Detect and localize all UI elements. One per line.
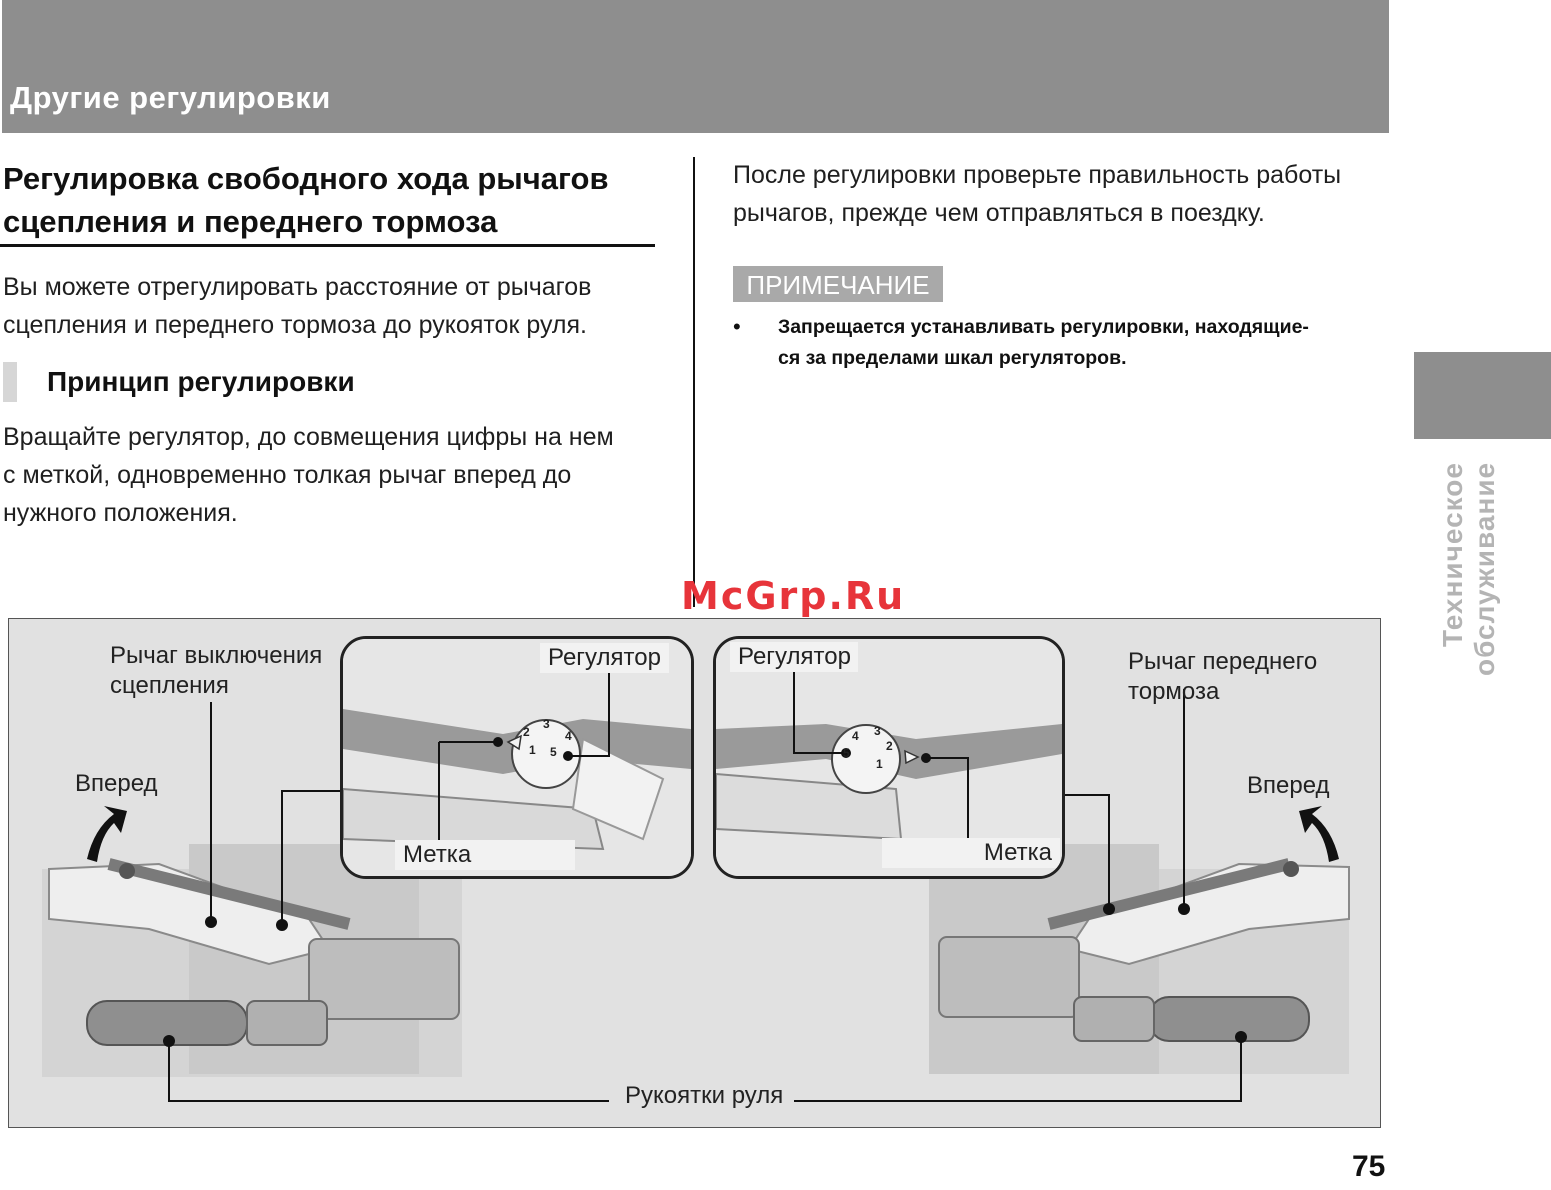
brake-lever-label-line2: тормоза bbox=[1128, 678, 1220, 705]
body-line1: Вращайте регулятор, до совмещения цифры … bbox=[3, 423, 614, 451]
body-paragraph: Вращайте регулятор, до совмещения цифры … bbox=[3, 418, 614, 532]
leader-lines bbox=[168, 689, 1242, 1102]
brake-dial-digit-4: 4 bbox=[852, 729, 859, 743]
subheading: Принцип регулировки bbox=[47, 366, 355, 397]
right-handlebar-illustration bbox=[929, 844, 1350, 1074]
clutch-lever-label-line1: Рычаг выключения bbox=[110, 642, 323, 669]
brake-dial-digit-1: 1 bbox=[876, 757, 883, 771]
page-header-title: Другие регулировки bbox=[10, 80, 331, 115]
brake-dial-digit-2: 2 bbox=[886, 739, 893, 753]
brake-adjuster-drawing bbox=[716, 639, 1062, 876]
clutch-adjuster-drawing bbox=[343, 639, 691, 876]
clutch-lever-label: Рычаг выключения сцепления bbox=[110, 641, 322, 701]
brake-lever-label-line1: Рычаг переднего bbox=[1128, 648, 1318, 675]
clutch-dial-digit-2: 2 bbox=[523, 725, 530, 739]
after-adjust-paragraph: После регулировки проверьте правильность… bbox=[733, 156, 1341, 232]
mark-label-right: Метка bbox=[882, 838, 1060, 868]
leader-dots bbox=[163, 903, 1247, 1047]
title-underline bbox=[0, 244, 655, 247]
brake-adjuster-inset: 1 2 3 4 5 Регулятор Метка bbox=[713, 636, 1065, 879]
grips-label: Рукоятки руля bbox=[615, 1081, 794, 1111]
section-title-line2: сцепления и переднего тормоза bbox=[3, 204, 498, 239]
adjuster-label-right: Регулятор bbox=[730, 642, 858, 672]
clutch-dial-digit-5: 5 bbox=[550, 745, 557, 759]
left-handlebar-illustration bbox=[42, 844, 462, 1077]
brake-dial-digit-5: 5 bbox=[843, 746, 850, 760]
forward-label-right: Вперед bbox=[1247, 772, 1330, 799]
body-line2: с меткой, одновременно толкая рычаг впер… bbox=[3, 461, 572, 489]
section-title: Регулировка свободного хода рычагов сцеп… bbox=[3, 157, 653, 243]
brake-dial-digit-3: 3 bbox=[874, 724, 881, 738]
forward-arrow-left bbox=[87, 806, 127, 862]
side-tab-block bbox=[1414, 352, 1551, 439]
body-line3: нужного положения. bbox=[3, 499, 238, 527]
bullet-icon: • bbox=[733, 314, 741, 339]
adjuster-label-left: Регулятор bbox=[540, 643, 669, 673]
forward-label-left: Вперед bbox=[75, 770, 158, 797]
figure-drawing bbox=[42, 689, 1350, 1102]
intro-paragraph: Вы можете отрегулировать расстояние от р… bbox=[3, 268, 591, 344]
after-adjust-line1: После регулировки проверьте правильность… bbox=[733, 161, 1342, 189]
forward-arrow-right bbox=[1299, 806, 1339, 862]
page-number: 75 bbox=[1352, 1150, 1386, 1183]
note-bullet: Запрещается устанавливать регулировки, н… bbox=[778, 312, 1378, 374]
clutch-adjuster-inset: 1 2 3 4 5 Регулятор Метка bbox=[340, 636, 694, 879]
side-tab-label: Техническое обслуживание bbox=[1437, 462, 1500, 677]
note-bullet-line1: Запрещается устанавливать регулировки, н… bbox=[778, 316, 1309, 338]
watermark: McGrp.Ru bbox=[681, 574, 906, 618]
clutch-dial-digit-1: 1 bbox=[529, 743, 536, 757]
clutch-dial-digit-4: 4 bbox=[565, 729, 572, 743]
note-badge: ПРИМЕЧАНИЕ bbox=[733, 266, 943, 302]
header-band bbox=[2, 0, 1389, 133]
handlebar-figure: 1 2 3 4 5 Регулятор Метка 1 2 3 4 5 Регу… bbox=[8, 618, 1381, 1128]
clutch-lever-label-line2: сцепления bbox=[110, 672, 229, 699]
mark-label-left: Метка bbox=[395, 840, 575, 870]
section-title-line1: Регулировка свободного хода рычагов bbox=[3, 161, 609, 196]
intro-line1: Вы можете отрегулировать расстояние от р… bbox=[3, 273, 592, 301]
brake-lever-label: Рычаг переднего тормоза bbox=[1128, 647, 1317, 707]
clutch-dial-digit-3: 3 bbox=[543, 717, 550, 731]
subheading-marker bbox=[3, 362, 17, 402]
intro-line2: сцепления и переднего тормоза до рукоято… bbox=[3, 311, 587, 339]
note-bullet-line2: ся за пределами шкал регуляторов. bbox=[778, 347, 1127, 369]
after-adjust-line2: рычагов, прежде чем отправляться в поезд… bbox=[733, 199, 1265, 227]
column-divider bbox=[693, 157, 695, 607]
